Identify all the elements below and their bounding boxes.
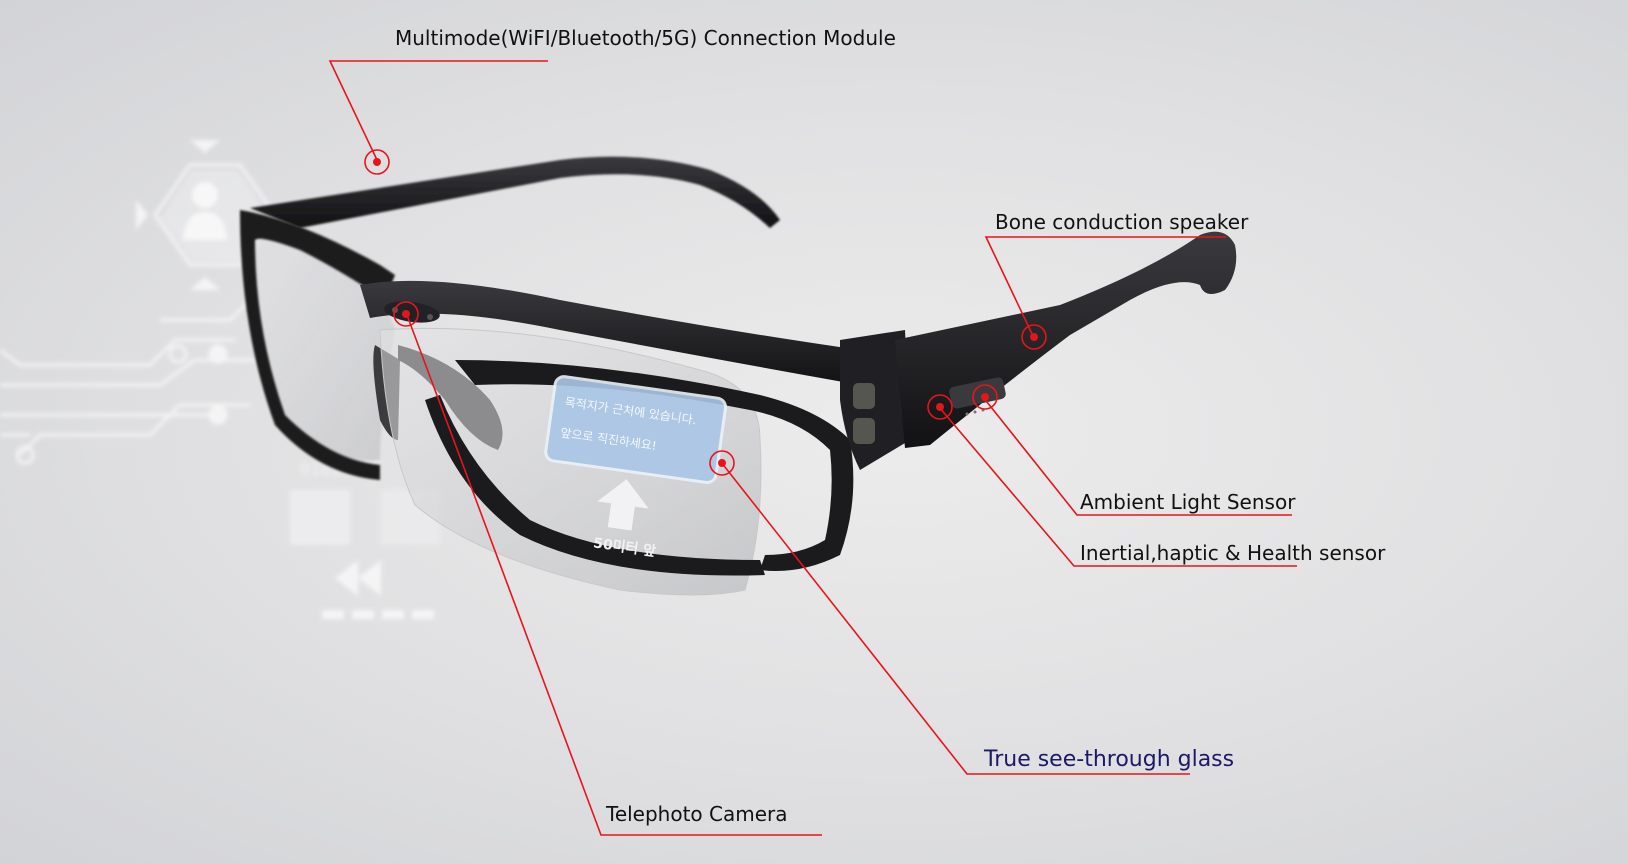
glass-marker — [709, 450, 735, 476]
connection-leader — [328, 60, 548, 163]
speaker-marker — [1021, 324, 1047, 350]
telephoto-camera-label: Telephoto Camera — [606, 802, 788, 826]
glass-leader — [720, 461, 1190, 775]
chevron-icon — [190, 140, 220, 153]
arrow-up-icon — [597, 479, 649, 531]
ambient-marker — [972, 384, 998, 410]
callout-lines — [328, 60, 1297, 836]
far-lens — [243, 225, 395, 461]
camera-pod — [384, 301, 440, 323]
inertial-marker — [927, 394, 953, 420]
user-icon — [183, 182, 227, 240]
callout-markers — [364, 149, 1047, 476]
circuit-lines — [0, 298, 260, 465]
inertial-haptic-health-sensor-label: Inertial,haptic & Health sensor — [1080, 541, 1386, 565]
data-block — [290, 490, 350, 545]
speaker-leader — [984, 236, 1226, 337]
front-rim — [455, 360, 854, 571]
camera-marker — [393, 301, 419, 327]
ambient-light-sensor-label: Ambient Light Sensor — [1080, 490, 1296, 514]
camera-leader — [406, 314, 822, 836]
brow-bar — [360, 280, 905, 385]
hud-message-panel — [544, 375, 728, 484]
rewind-icon — [335, 560, 381, 596]
see-through-glass-label: True see-through glass — [984, 747, 1235, 772]
connection-marker — [364, 149, 390, 175]
inertial-leader — [938, 406, 1297, 567]
far-temple-arm — [250, 156, 780, 228]
connection-module-label: Multimode(WiFI/Bluetooth/5G) Connection … — [395, 26, 896, 50]
ambient-leader — [982, 396, 1292, 516]
bone-conduction-speaker-label: Bone conduction speaker — [995, 210, 1249, 234]
